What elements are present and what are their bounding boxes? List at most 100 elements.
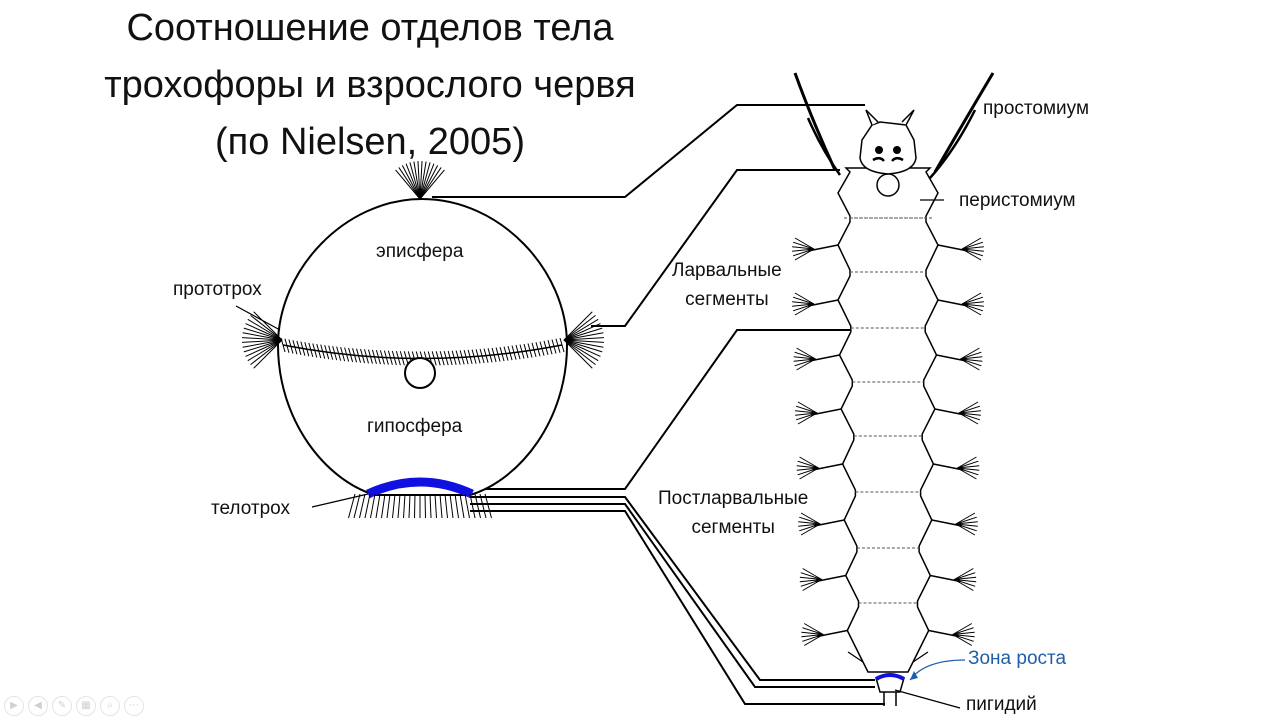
prototroch-cilium <box>312 343 318 358</box>
chaeta <box>952 623 973 635</box>
chaeta <box>802 634 824 642</box>
chaeta <box>794 358 816 367</box>
telotroch-cilium <box>364 493 371 519</box>
prototroch-cilium <box>563 339 596 366</box>
chaeta <box>957 467 980 471</box>
chaeta <box>954 572 976 580</box>
chaeta <box>796 465 819 469</box>
chaeta <box>954 568 974 580</box>
prototroch-cilium <box>491 347 497 363</box>
prototroch-cilium <box>467 349 473 365</box>
chaeta <box>792 248 815 252</box>
prototroch-cilium <box>387 350 393 365</box>
label-hyposphere: гипосфера <box>367 416 463 437</box>
pygidium-pointer <box>894 689 961 709</box>
prototroch-cilium <box>250 339 283 366</box>
chaeta <box>792 303 815 312</box>
title-line-1: Соотношение отделов тела <box>126 7 614 49</box>
chaeta <box>960 351 982 360</box>
prototroch-cilium <box>344 347 350 362</box>
pen-icon[interactable]: ✎ <box>52 696 72 716</box>
apical-cilium <box>419 162 431 200</box>
apical-cilium <box>409 162 421 200</box>
telotroch-cilium <box>434 493 437 519</box>
chaeta <box>958 412 979 425</box>
chaeta <box>955 521 978 525</box>
prototroch-cilium <box>563 332 604 341</box>
prototroch-cilium <box>399 351 405 366</box>
title-line-2: трохофоры и взрослого червя <box>104 64 636 106</box>
chaeta <box>799 456 819 469</box>
chaeta <box>952 634 975 638</box>
prototroch-cilium <box>242 339 283 343</box>
chaeta <box>792 301 815 305</box>
prototroch-cilium <box>523 343 529 359</box>
telotroch-cilium <box>359 493 366 519</box>
telotroch-cilium <box>464 493 470 519</box>
connector-pygidium <box>470 510 885 705</box>
larva-body <box>276 197 569 496</box>
prototroch-cilium <box>459 350 465 365</box>
prototroch-cilium <box>288 339 294 354</box>
growth-zone-band <box>875 673 905 681</box>
chaeta <box>803 634 824 646</box>
prototroch-cilium <box>503 346 509 361</box>
back-icon[interactable]: ◀ <box>28 696 48 716</box>
growth-zone-pointer <box>909 659 966 681</box>
prototroch-cilium <box>360 348 365 364</box>
apical-cilium <box>405 163 421 200</box>
adult-worm <box>792 72 995 709</box>
chaeta <box>802 579 822 591</box>
chaeta <box>960 358 983 362</box>
prototroch-cilium <box>487 348 493 363</box>
prototroch-cilium <box>543 340 549 356</box>
label-postlarval-segments: Постларвальные сегменты <box>658 484 808 542</box>
right-eye <box>893 146 901 154</box>
label-larval-segments: Ларвальные сегменты <box>672 256 782 314</box>
chaeta <box>952 634 973 646</box>
prototroch-cilium <box>563 339 604 343</box>
prototroch-cilium <box>336 346 342 361</box>
chaeta <box>961 303 984 312</box>
prototroch-cilium <box>328 345 334 360</box>
chaeta <box>952 627 974 635</box>
chaeta <box>802 627 824 635</box>
prototroch-cilium <box>531 342 537 357</box>
prototroch-cilium <box>356 348 362 363</box>
prototroch-cilium <box>308 342 314 357</box>
telotroch-cilium <box>439 493 443 519</box>
worm-body <box>837 167 939 673</box>
connector-prostomium <box>432 104 865 198</box>
play-icon[interactable]: ▶ <box>4 696 24 716</box>
slides-icon[interactable]: ▦ <box>76 696 96 716</box>
trochophore-larva <box>235 161 604 519</box>
prototroch-cilium <box>563 318 599 341</box>
apical-cilium <box>419 167 442 200</box>
postlarval-line-2: сегменты <box>691 517 775 538</box>
more-icon[interactable]: ⋯ <box>124 696 144 716</box>
zoom-icon[interactable]: ⌕ <box>100 696 120 716</box>
apical-cilium <box>398 167 421 200</box>
apical-cilium <box>417 161 421 200</box>
chaeta <box>960 358 980 371</box>
slideshow-toolbar: ▶ ◀ ✎ ▦ ⌕ ⋯ <box>4 696 144 716</box>
prototroch-cilium <box>253 311 283 341</box>
prototroch-cilium <box>483 348 489 363</box>
chaeta <box>958 412 981 421</box>
prototroch-cilium <box>296 340 302 356</box>
prototroch-cilium <box>475 349 481 364</box>
chaeta <box>794 351 816 360</box>
chaeta <box>955 523 977 532</box>
prototroch-cilium <box>479 348 485 364</box>
telotroch-pointer <box>311 493 369 508</box>
prototroch-cilium <box>563 337 604 341</box>
chaeta <box>955 516 977 525</box>
telotroch-cilium <box>424 493 426 519</box>
prototroch-cilium <box>391 350 397 366</box>
telotroch-cilium <box>408 493 411 519</box>
apical-cilium <box>419 163 435 200</box>
chaeta <box>800 523 821 536</box>
prototroch-cilium <box>507 346 513 361</box>
telotroch-cilium <box>479 493 487 519</box>
chaeta <box>957 456 977 469</box>
